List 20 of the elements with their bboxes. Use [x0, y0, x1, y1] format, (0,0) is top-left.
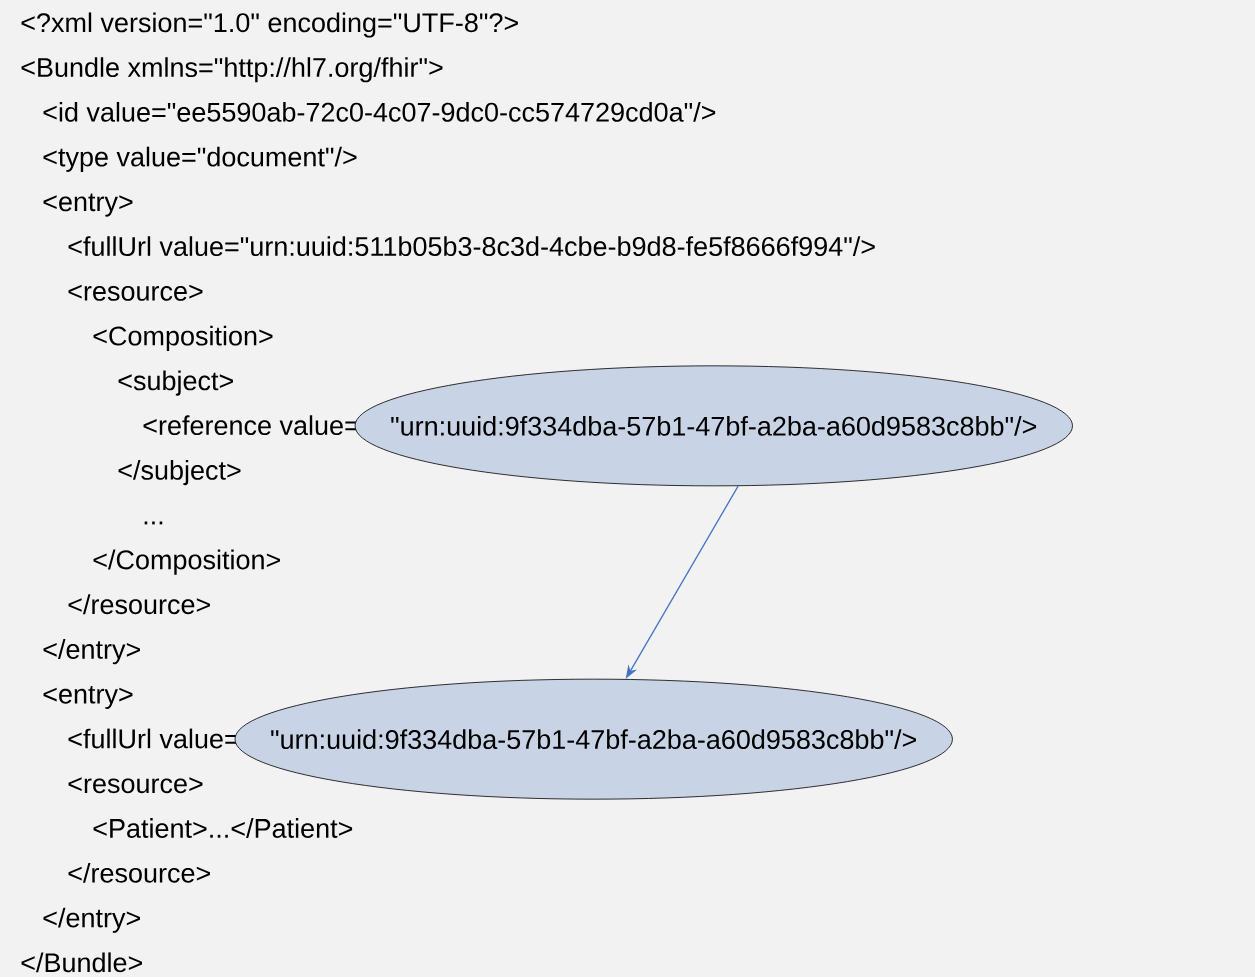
code-line: </subject>: [118, 460, 241, 486]
code-line: <fullUrl value="urn:uuid:511b05b3-8c3d-4cbe-b9d8-fe5f8666f994"/>: [68, 236, 875, 257]
code-line: <type value="document"/>: [43, 146, 357, 172]
code-line: </entry>: [43, 639, 140, 665]
code-line: <?xml version="1.0" encoding="UTF-8"?>: [21, 12, 518, 38]
code-line: <id value="ee5590ab-72c0-4c07-9dc0-cc574729cd0a"/>: [43, 101, 716, 122]
code-line: </resource>: [68, 862, 210, 883]
code-line: <subject>: [118, 370, 233, 396]
code-line: <resource>: [68, 284, 203, 301]
code-line: </Bundle>: [21, 952, 142, 973]
code-line: <entry>: [43, 193, 133, 217]
code-line: <Patient>...</Patient>: [93, 818, 353, 838]
code-line: <Composition>: [93, 325, 273, 351]
code-line: </resource>: [68, 594, 210, 615]
code-line: <entry>: [43, 685, 133, 709]
code-line: <Bundle xmlns="http://hl7.org/fhir">: [21, 57, 443, 83]
code-line: </Composition>: [93, 549, 280, 575]
code-line: <resource>: [68, 777, 203, 794]
code-line: ...: [144, 521, 163, 525]
code-line: </entry>: [43, 907, 140, 933]
